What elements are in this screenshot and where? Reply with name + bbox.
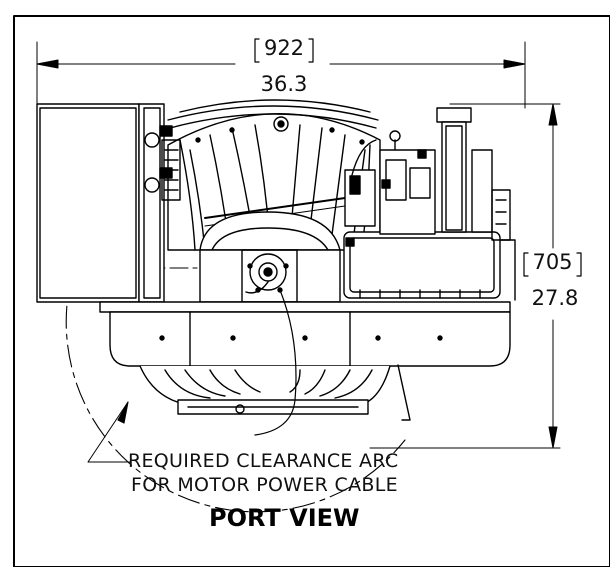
electrical-box	[36, 103, 181, 303]
dimension-brackets	[254, 38, 582, 277]
sheet-border	[13, 15, 610, 567]
height-dimension-inches: 27.8	[531, 286, 579, 310]
height-dimension-mm: 705	[532, 250, 573, 274]
base-skid	[99, 301, 511, 367]
pump-assembly	[343, 107, 516, 301]
motor-power-cable	[254, 289, 297, 436]
view-title: PORT VIEW	[209, 504, 360, 532]
cable-flange	[199, 211, 341, 303]
motor-lower	[139, 364, 411, 421]
width-dimension-mm: 922	[263, 36, 305, 60]
clearance-note-line1: REQUIRED CLEARANCE ARC	[128, 450, 399, 472]
width-dimension-inches: 36.3	[260, 72, 308, 96]
width-dimension-lines	[36, 41, 526, 109]
height-dimension-lines	[369, 103, 561, 449]
clearance-note-line2: FOR MOTOR POWER CABLE	[131, 474, 398, 496]
motor-housing	[167, 99, 381, 251]
